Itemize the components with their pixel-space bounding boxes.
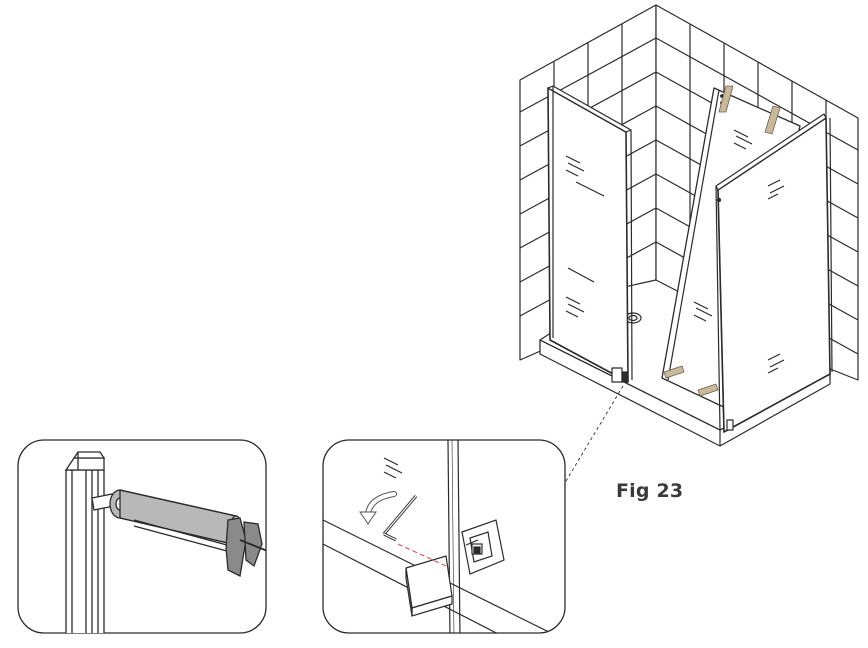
- detail-bracket: [323, 440, 565, 640]
- figure-label: Fig 23: [616, 480, 683, 502]
- glass-panel-left: [548, 86, 632, 382]
- shower-enclosure-illustration: [520, 5, 858, 486]
- detail-caulking: [18, 440, 284, 640]
- detail-leader-line: [563, 386, 623, 486]
- wall-channel-profile: [66, 452, 104, 640]
